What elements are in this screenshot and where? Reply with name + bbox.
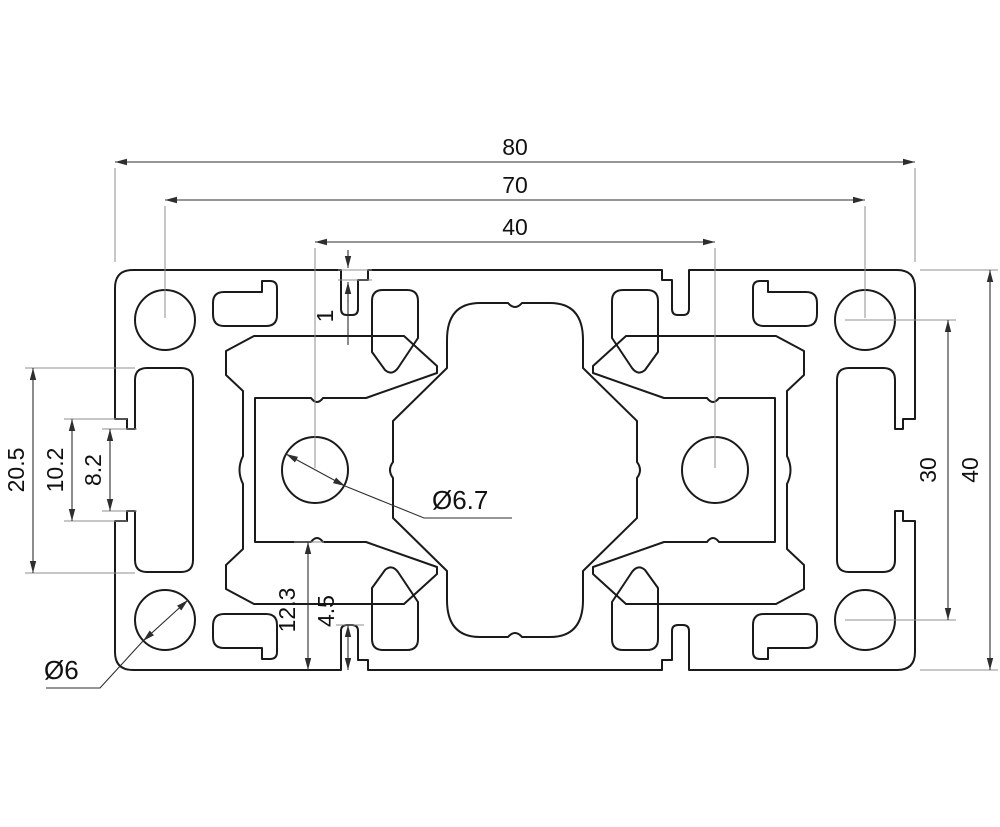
central-cavity <box>389 302 641 638</box>
leader-dia-6p7 <box>285 453 346 487</box>
corner-cavity-top-right <box>752 280 818 327</box>
dim-70-top: 70 <box>502 172 528 198</box>
label-dia-6p7: Ø6.7 <box>432 485 488 515</box>
corner-cavity-bottom-right <box>752 613 818 660</box>
dim-40-right: 40 <box>957 457 983 483</box>
dim-1-step: 1 <box>312 310 338 323</box>
groove-cavity-bottom-right <box>611 566 659 651</box>
dim-4p5-bottom: 4.5 <box>313 595 339 627</box>
corner-cavity-bottom-left <box>212 613 278 660</box>
groove-cavity-top-left <box>371 289 419 374</box>
label-dia-6: Ø6 <box>44 655 79 685</box>
dim-80-top: 80 <box>502 134 528 160</box>
dimension-lines <box>29 158 994 670</box>
groove-cavity-top-right <box>611 289 659 374</box>
profile-outline <box>114 269 916 671</box>
leader-dia-6 <box>142 599 189 642</box>
void-left-bore <box>225 335 438 605</box>
profile-body <box>114 269 916 671</box>
void-right-bore <box>592 335 805 605</box>
leader-lines <box>46 453 512 689</box>
groove-cavity-bottom-left <box>371 566 419 651</box>
extension-lines <box>25 168 998 671</box>
dimension-labels: 80 70 40 1 20.5 10.2 8.2 30 40 12.3 4.5 … <box>3 134 983 685</box>
dim-8p2-left: 8.2 <box>80 454 106 486</box>
dim-12p3-bottom: 12.3 <box>274 588 300 633</box>
dim-20p5-left: 20.5 <box>3 448 29 493</box>
corner-cavity-top-left <box>212 280 278 327</box>
dim-10p2-left: 10.2 <box>42 448 68 493</box>
dim-30-right: 30 <box>915 457 941 483</box>
corner-hole-bottom-left <box>134 589 196 651</box>
dim-40-top: 40 <box>502 214 528 240</box>
